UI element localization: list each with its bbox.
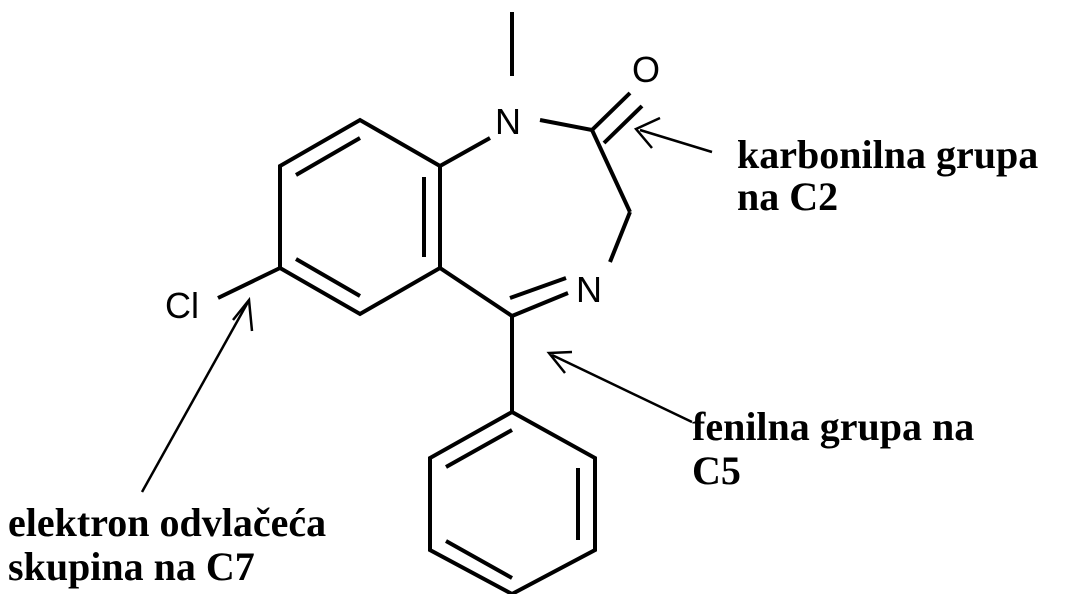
label-ewg-line2: skupina na C7	[8, 544, 255, 589]
arrow-phenyl	[546, 350, 693, 424]
bond-c3-n4	[608, 211, 632, 263]
bond-n1-c2	[539, 118, 593, 132]
phenyl-ring	[428, 409, 597, 594]
bond-c5-c5a	[438, 266, 514, 318]
bond-c2-o	[590, 91, 632, 132]
label-carbonyl-line1: karbonilna grupa	[737, 132, 1038, 177]
atom-n1: N	[495, 101, 521, 142]
bond-c7-cl	[217, 266, 281, 300]
phenyl-inner-bond-2	[445, 428, 513, 469]
atom-oxygen: O	[632, 49, 660, 90]
bond-n1-c9a	[439, 136, 491, 168]
bond-c2-o-double	[602, 104, 644, 145]
atom-chlorine: Cl	[165, 285, 199, 326]
benzo-inner-bond-3	[294, 257, 362, 298]
benzo-inner-bond-2	[294, 136, 362, 177]
bond-c2-c3	[590, 129, 632, 213]
label-carbonyl-line2: na C2	[737, 174, 838, 219]
bond-lines	[217, 12, 644, 594]
label-phenyl-line1: fenilna grupa na	[692, 404, 974, 449]
bond-n4-c5-double	[509, 276, 567, 300]
arrow-ewg	[140, 296, 254, 493]
benzo-ring	[278, 117, 442, 317]
arrow-carbonyl	[633, 116, 713, 154]
bond-n4-c5	[511, 291, 569, 318]
atom-n4: N	[576, 269, 602, 310]
phenyl-inner-bond-3	[445, 539, 513, 580]
label-ewg-line1: elektron odvlačeća	[8, 500, 326, 545]
label-phenyl-line2: C5	[692, 448, 741, 493]
